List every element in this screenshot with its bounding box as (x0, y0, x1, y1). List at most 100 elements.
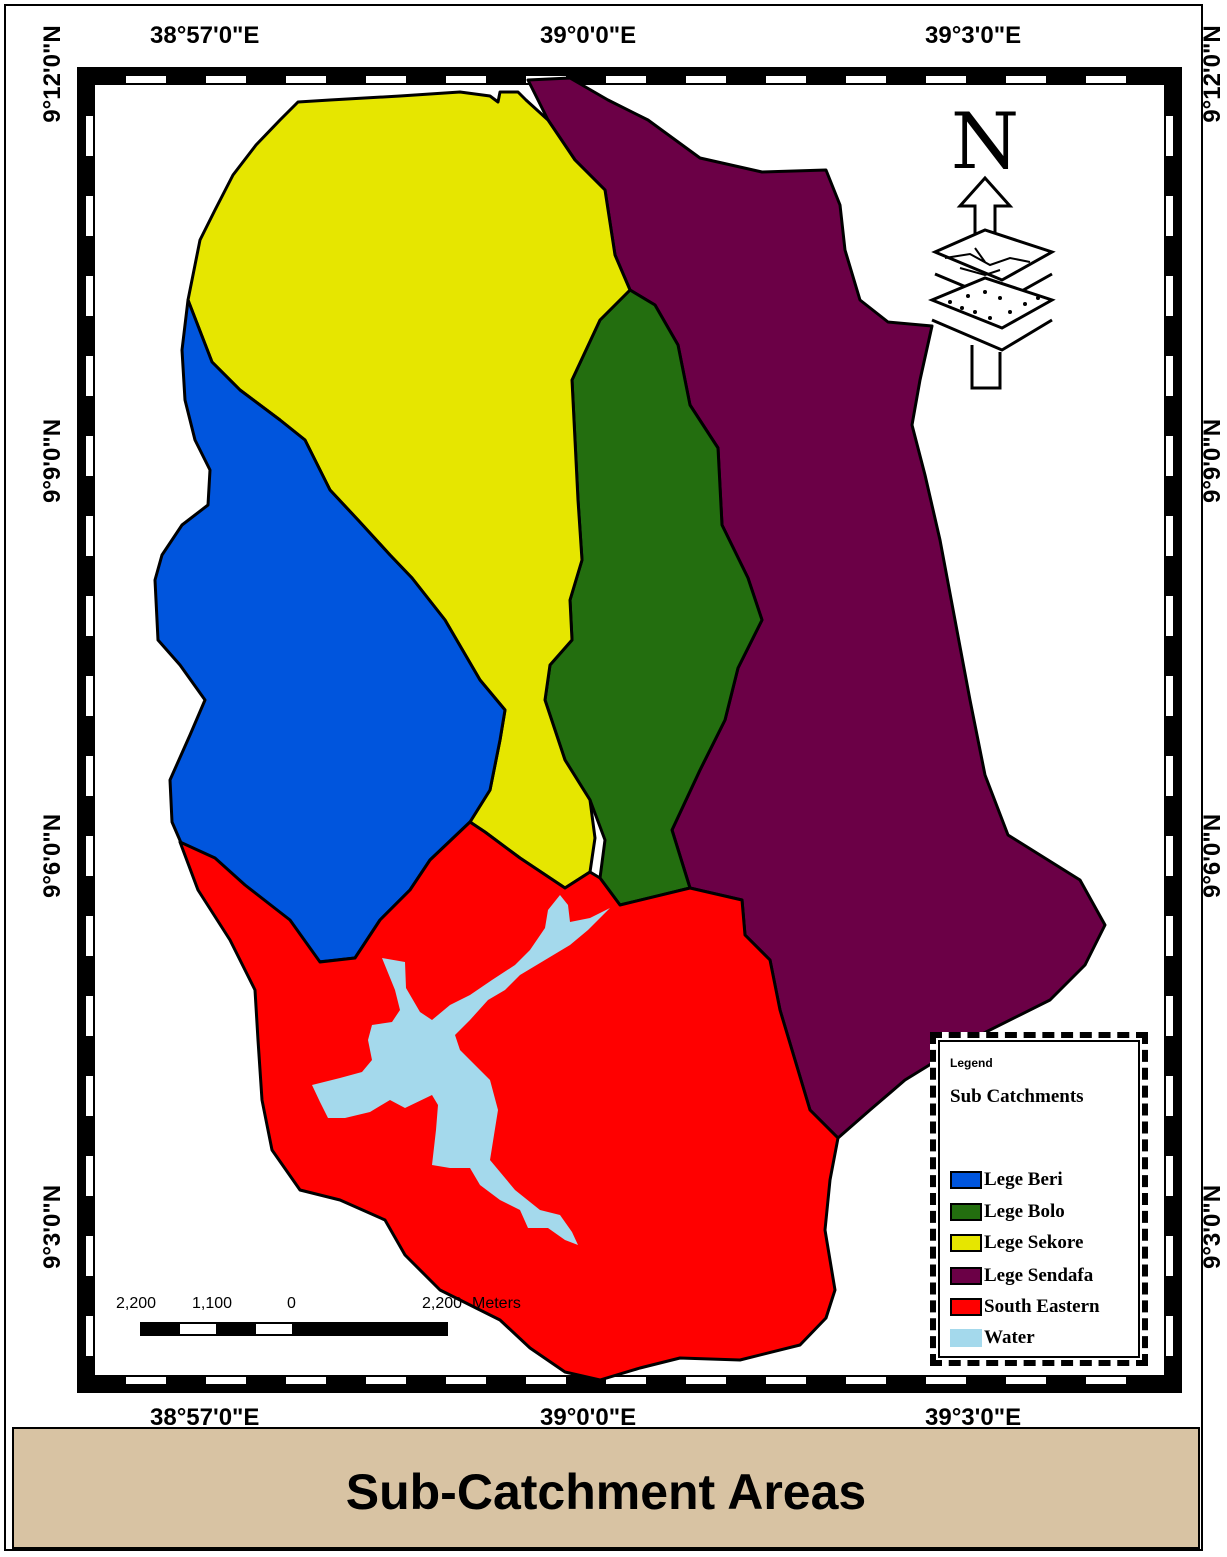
scale-label-1: 2,200 (116, 1295, 157, 1312)
ruler-segment (646, 76, 686, 84)
ruler-segment (1165, 876, 1173, 916)
ruler-segment (726, 1376, 766, 1384)
ruler-segment (1165, 716, 1173, 756)
ruler-segment (966, 76, 1006, 84)
ruler-segment (86, 1356, 94, 1384)
legend-swatch-lege-sekore (950, 1234, 982, 1252)
lat-label-right-1: 9°12'0"N (1199, 25, 1226, 123)
title-box: Sub-Catchment Areas (12, 1427, 1200, 1549)
legend-swatch-south-eastern (950, 1298, 982, 1316)
ruler-segment (1046, 76, 1086, 84)
scale-unit-label: Meters (472, 1295, 521, 1312)
legend-item-lege-beri: Lege Beri (950, 1168, 1063, 1192)
ruler-segment (86, 1116, 94, 1156)
map-layer-1 (931, 228, 1056, 282)
ruler-segment (486, 76, 526, 84)
ruler-segment (86, 796, 94, 836)
ruler-segment (86, 396, 94, 436)
ruler-segment (86, 76, 94, 116)
legend-swatch-water (950, 1329, 982, 1347)
ruler-segment (1046, 1376, 1086, 1384)
legend-item-water: Water (950, 1326, 1035, 1350)
ruler-segment (86, 236, 94, 276)
lon-label-top-1: 38°57'0"E (150, 22, 260, 49)
ruler-segment (1165, 956, 1173, 996)
neatline-ruler-segments (86, 76, 1173, 1384)
ruler-segment (1165, 76, 1173, 116)
legend-heading: Legend (950, 1056, 993, 1070)
ruler-segment (1165, 316, 1173, 356)
legend-label: Water (984, 1327, 1035, 1348)
ruler-segment (1165, 636, 1173, 676)
lon-label-top-2: 39°0'0"E (540, 22, 637, 49)
ruler-segment (1126, 76, 1166, 84)
ruler-segment (1165, 156, 1173, 196)
ruler-segment (1165, 396, 1173, 436)
ruler-segment (86, 1376, 126, 1384)
scale-bar-base (140, 1322, 448, 1336)
ruler-segment (406, 1376, 446, 1384)
ruler-segment (1165, 1116, 1173, 1156)
lon-label-bottom-2: 39°0'0"E (540, 1404, 637, 1431)
legend-swatch-lege-beri (950, 1171, 982, 1189)
ruler-segment (166, 76, 206, 84)
scale-label-2: 1,100 (192, 1295, 233, 1312)
ruler-segment (486, 1376, 526, 1384)
water-reservoir (312, 895, 610, 1245)
ruler-segment (1165, 1196, 1173, 1236)
map-layer-2 (928, 276, 1056, 330)
ruler-segment (966, 1376, 1006, 1384)
lon-label-bottom-1: 38°57'0"E (150, 1404, 260, 1431)
ruler-segment (646, 1376, 686, 1384)
ruler-segment (886, 1376, 926, 1384)
legend-item-lege-sekore: Lege Sekore (950, 1231, 1083, 1255)
legend-item-lege-bolo: Lege Bolo (950, 1200, 1065, 1224)
north-letter: N (951, 97, 1019, 187)
ruler-segment (1165, 1276, 1173, 1316)
legend-label: Lege Sendafa (984, 1265, 1094, 1286)
legend-label: South Eastern (984, 1296, 1100, 1317)
ruler-segment (406, 76, 446, 84)
ruler-segment (566, 1376, 606, 1384)
north-arrow: N (928, 97, 1056, 390)
lon-label-top-3: 39°3'0"E (925, 22, 1022, 49)
lat-label-right-4: 9°3'0"N (1199, 1184, 1226, 1270)
ruler-segment (1165, 556, 1173, 596)
ruler-segment (806, 76, 846, 84)
legend-label: Lege Sekore (984, 1232, 1084, 1253)
scale-label-3: 0 (287, 1295, 296, 1312)
ruler-segment (326, 76, 366, 84)
ruler-segment (86, 316, 94, 356)
south-eastern-area (178, 820, 840, 1382)
ruler-segment (246, 1376, 286, 1384)
legend-item-lege-sendafa: Lege Sendafa (950, 1264, 1093, 1288)
ruler-segment (1165, 476, 1173, 516)
outer-frame (4, 4, 1203, 1551)
scale-bar-segment (256, 1324, 292, 1334)
ruler-segment (806, 1376, 846, 1384)
ruler-segment (86, 76, 126, 84)
lat-label-right-3: 9°6'0"N (1199, 813, 1226, 899)
ruler-segment (1165, 236, 1173, 276)
ruler-segment (166, 1376, 206, 1384)
ruler-segment (326, 1376, 366, 1384)
ruler-segment (566, 76, 606, 84)
ruler-segment (1126, 1376, 1166, 1384)
ruler-segment (86, 556, 94, 596)
lon-label-bottom-3: 39°3'0"E (925, 1404, 1022, 1431)
ruler-segment (246, 76, 286, 84)
legend-label: Lege Beri (984, 1169, 1063, 1190)
legend-swatch-lege-bolo (950, 1203, 982, 1221)
scale-bar-segment (180, 1324, 216, 1334)
ruler-segment (726, 76, 766, 84)
map-title: Sub-Catchment Areas (345, 1464, 867, 1520)
ruler-segment (86, 956, 94, 996)
legend-label: Lege Bolo (984, 1201, 1065, 1222)
scale-bar (140, 1322, 448, 1336)
ruler-segment (86, 876, 94, 916)
ruler-segment (1165, 1356, 1173, 1384)
ruler-segment (86, 476, 94, 516)
legend-swatch-lege-sendafa (950, 1267, 982, 1285)
legend: Legend Sub Catchments Lege Beri Lege Bol… (930, 1032, 1148, 1366)
